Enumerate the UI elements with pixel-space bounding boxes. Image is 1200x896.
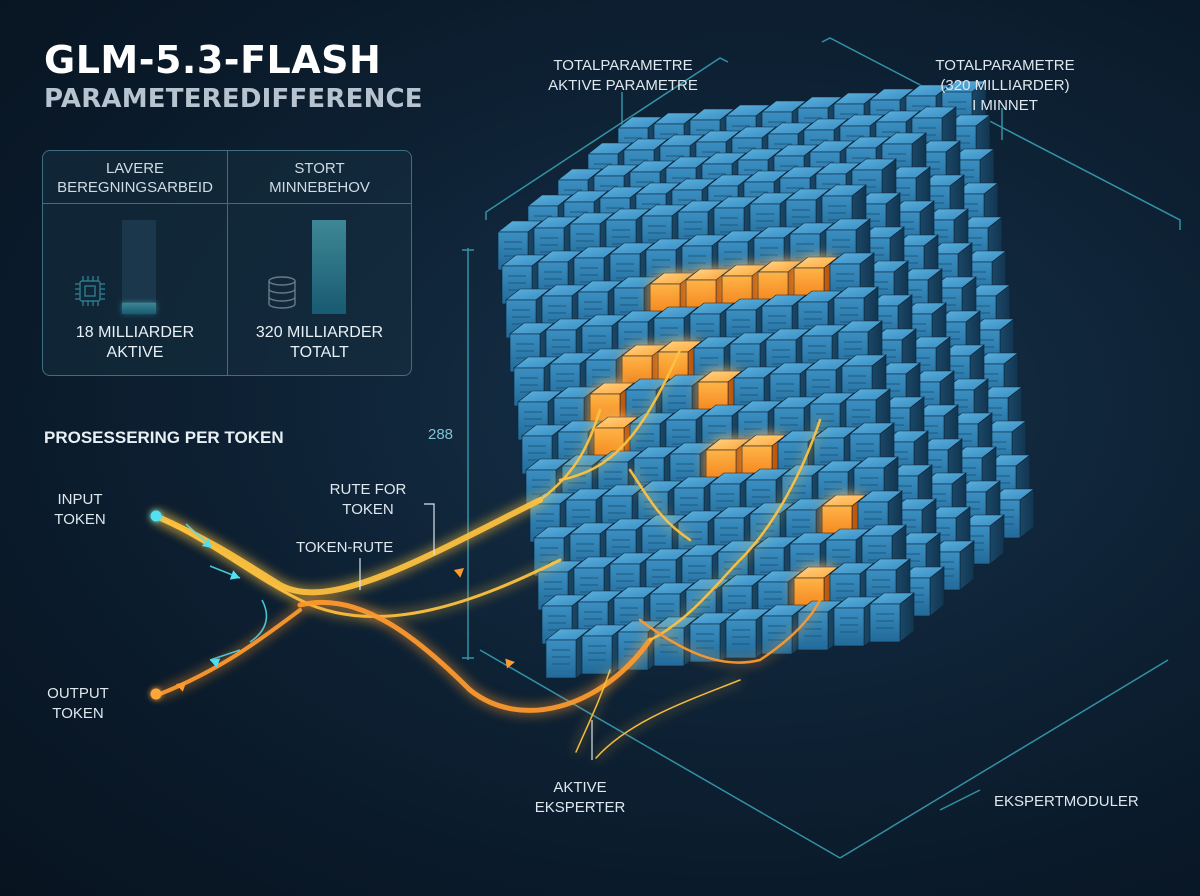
compute-value-label: 18 MILLIARDER AKTIVE — [75, 324, 195, 361]
expert-block — [899, 566, 945, 617]
token-route-label: TOKEN-RUTE — [296, 539, 394, 556]
memory-column: STORT MINNEBEHOV 320 MILLIARDER TOTALT — [227, 151, 411, 375]
route-path-6 — [628, 468, 692, 542]
section-label: PROSESSERING PER TOKEN — [44, 428, 284, 447]
total-active-params-label: TOTALPARAMETRE AKTIVE PARAMETRE — [548, 57, 698, 94]
output-token-label: OUTPUT TOKEN — [47, 685, 109, 722]
route-path-8 — [638, 598, 822, 664]
expert-modules-label: EKSPERTMODULER — [994, 793, 1139, 810]
page-title: GLM-5.3-FLASH — [44, 38, 382, 82]
route-path-0 — [153, 497, 543, 596]
route-path-9 — [595, 679, 741, 759]
guide-arrow-3 — [249, 599, 268, 643]
input-token-dot — [150, 510, 162, 522]
page-subtitle: PARAMETEREDIFFERENCE — [44, 84, 423, 114]
route-path-1 — [154, 514, 562, 619]
arrowhead-icon — [201, 538, 212, 548]
route-for-token-label: RUTE FOR TOKEN — [329, 481, 407, 518]
arrowhead-icon — [453, 568, 464, 578]
dimension-label: 288 — [428, 426, 454, 443]
route-path-7 — [648, 418, 822, 642]
output-token-dot — [150, 688, 162, 700]
total-params-memory-label: TOTALPARAMETRE (320 MILLIARDER) I MINNET — [935, 57, 1075, 114]
route-path-2 — [297, 599, 653, 713]
route-path-5 — [558, 348, 682, 482]
dimension-brackets — [462, 37, 1181, 859]
token-routes — [150, 348, 822, 760]
comparison-panel: LAVERE BEREGNINGSARBEID 18 MILLIARDER AK… — [42, 150, 412, 376]
input-token-label: INPUT TOKEN — [54, 491, 106, 528]
memory-heading: STORT MINNEBEHOV — [269, 160, 370, 196]
expert-block — [869, 592, 915, 643]
route-path-10 — [575, 669, 611, 753]
route-path-4 — [538, 408, 602, 502]
expert-block — [829, 562, 875, 613]
expert-block — [853, 456, 899, 507]
leader-line-0 — [424, 503, 435, 555]
arrowhead-icon — [505, 658, 515, 669]
route-path-3 — [158, 608, 302, 696]
compute-column: LAVERE BEREGNINGSARBEID 18 MILLIARDER AK… — [43, 151, 227, 375]
arrowhead-icon — [229, 570, 240, 580]
expert-cube — [497, 80, 1035, 679]
guide-arrow-2 — [209, 649, 241, 661]
arrowhead-icon — [176, 682, 187, 692]
arrowhead-icon — [210, 658, 221, 668]
memory-value-label: 320 MILLIARDER TOTALT — [255, 324, 384, 361]
active-experts-label: AKTIVE EKSPERTER — [534, 779, 626, 816]
compute-heading: LAVERE BEREGNINGSARBEID — [57, 160, 213, 196]
